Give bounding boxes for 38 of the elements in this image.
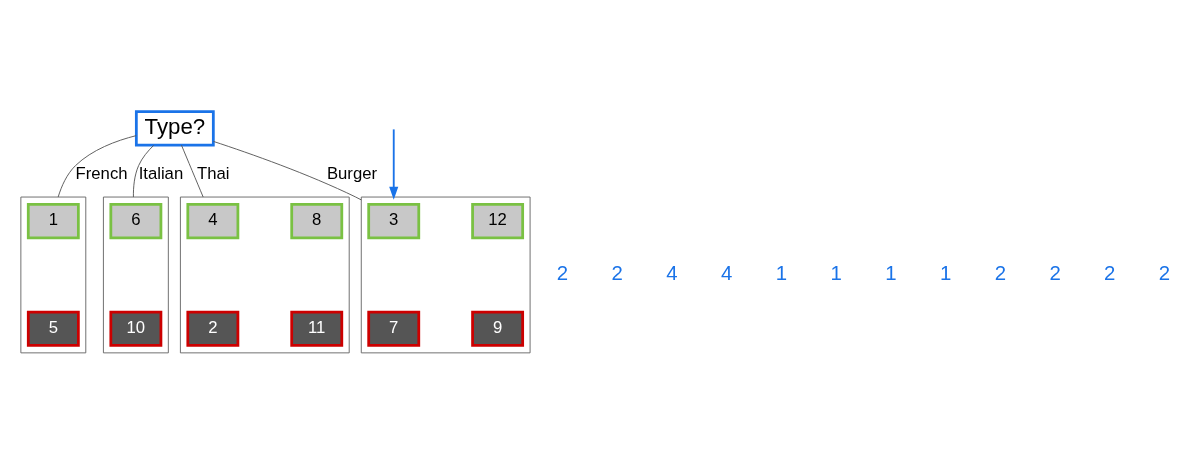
label: 4 (721, 262, 733, 285)
cluster (102, 196, 169, 354)
connector (132, 144, 155, 198)
node-box: 9 (471, 310, 525, 347)
cluster (360, 196, 531, 354)
label: 4 (666, 262, 678, 285)
connector (57, 135, 137, 198)
label: 2 (1049, 262, 1061, 285)
node-box: 8 (290, 203, 344, 240)
edge-label: French (75, 163, 128, 183)
edge-label: Thai (197, 163, 230, 183)
cluster (20, 196, 87, 354)
connector (213, 140, 362, 201)
node-box: 4 (186, 203, 240, 240)
connector (181, 144, 204, 198)
node-box: 7 (367, 310, 421, 347)
label: 1 (775, 262, 788, 285)
node-box: 11 (290, 310, 344, 347)
label: 2 (1104, 262, 1116, 285)
node-box: 5 (26, 310, 80, 347)
label: 1 (830, 262, 842, 285)
label: 2 (994, 262, 1007, 285)
node-box: 1 (26, 203, 80, 240)
arrow (389, 128, 399, 200)
node-box: 3 (367, 203, 421, 240)
node-box: 12 (471, 203, 525, 240)
node-box: 6 (109, 203, 163, 240)
label: 2 (1158, 262, 1171, 285)
label: 2 (556, 262, 569, 285)
node-box: Type? (134, 110, 215, 147)
node-box: 10 (109, 310, 163, 347)
cluster (179, 196, 350, 354)
label: 2 (611, 262, 623, 285)
edge-label: Italian (138, 163, 184, 183)
label: 1 (939, 262, 952, 285)
edge-label: Burger (326, 163, 378, 183)
label: 1 (885, 262, 897, 285)
node-box: 2 (186, 310, 240, 347)
